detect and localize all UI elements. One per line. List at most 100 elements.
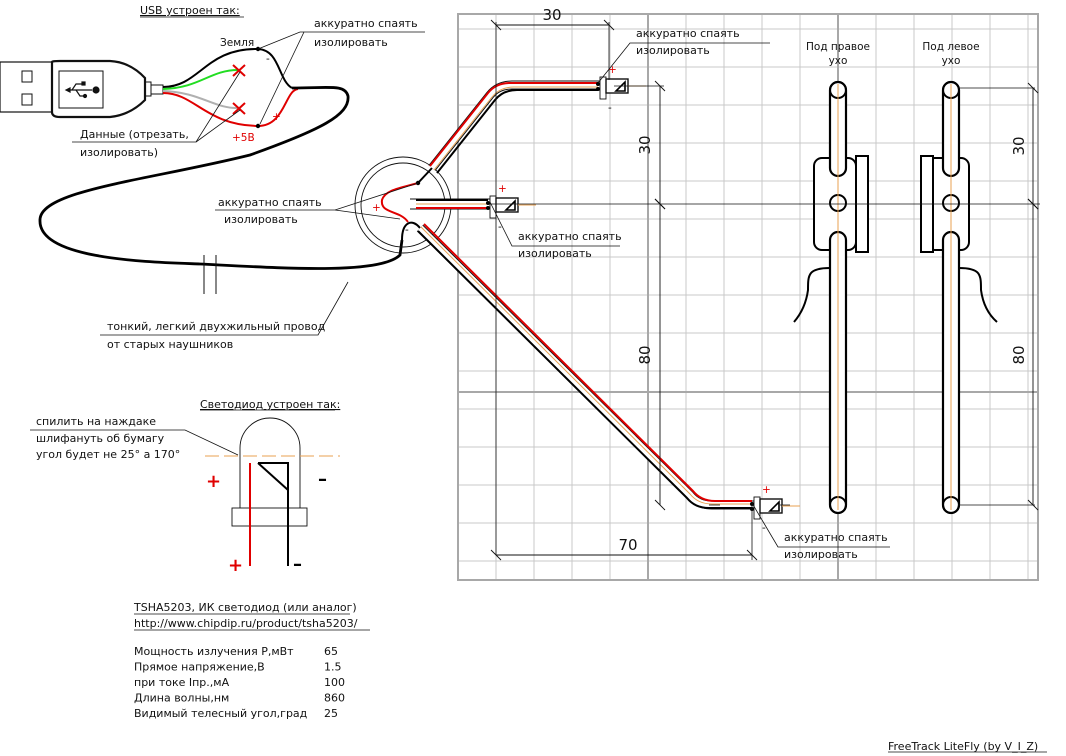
headphone-wire	[793, 267, 831, 323]
svg-text:тонкий, легкий двухжильный про: тонкий, легкий двухжильный провод	[107, 320, 326, 333]
clip-label: Под правое	[806, 41, 870, 53]
dimension-tick	[1027, 499, 1039, 511]
clip-label: ухо	[829, 55, 848, 67]
dimension-tick	[490, 19, 502, 31]
plus5-label: +5В	[232, 132, 255, 144]
dimension-tick	[746, 549, 758, 561]
dimension-tick	[654, 80, 666, 92]
svg-text:аккуратно спаять: аккуратно спаять	[218, 196, 322, 209]
dim-left-30: 30	[636, 80, 666, 210]
spec-value: 100	[324, 676, 345, 689]
dimension-tick	[603, 19, 615, 31]
svg-text:+: +	[206, 471, 221, 492]
dim-right-80: 80	[1010, 198, 1039, 511]
solder-dot	[486, 201, 490, 205]
svg-text:–: –	[293, 554, 302, 575]
dimension-label: 30	[1010, 136, 1028, 155]
spec-value: 860	[324, 692, 345, 705]
usb-section: USB устроен так: З	[0, 4, 425, 294]
svg-text:–: –	[318, 469, 327, 490]
svg-text:Светодиод устроен так:: Светодиод устроен так:	[200, 398, 340, 411]
spec-value: 65	[324, 645, 338, 658]
plus-sign: +	[762, 484, 771, 496]
svg-text:изолировать): изолировать)	[80, 146, 158, 159]
spec-label: Мощность излучения P,мВт	[134, 645, 294, 658]
frame-border	[457, 13, 1039, 581]
usb-icon	[58, 70, 104, 109]
solder-note: аккуратно спаять	[636, 27, 740, 40]
led-chip	[504, 199, 516, 211]
svg-text:изолировать: изолировать	[224, 213, 298, 226]
dimension-tick	[654, 198, 666, 210]
led-chip	[768, 500, 780, 512]
svg-text:от старых наушников: от старых наушников	[107, 338, 233, 351]
headphone-cable	[38, 85, 404, 270]
usb-plug-body	[50, 59, 147, 119]
spec-value: 25	[324, 707, 338, 720]
clip-label: Под левое	[922, 41, 979, 53]
svg-text:+: +	[272, 111, 281, 123]
svg-text:-: -	[405, 224, 409, 236]
spec-url[interactable]: http://www.chipdip.ru/product/tsha5203/	[134, 617, 358, 630]
spec-label: Длина волны,нм	[134, 692, 229, 705]
led-top: + - аккуратно спаять изолировать	[596, 27, 770, 114]
svg-text:Данные (отрезать,: Данные (отрезать,	[80, 128, 189, 141]
insulate-note: изолировать	[518, 247, 592, 260]
minus-sign: -	[608, 102, 612, 114]
solder-note: аккуратно спаять	[518, 230, 622, 243]
svg-text:шлифануть об бумагу: шлифануть об бумагу	[36, 432, 165, 445]
dimension-label: 70	[618, 536, 637, 554]
ear-clip-left: Под левое ухо	[920, 41, 998, 515]
leader-line	[751, 502, 890, 548]
spec-label: Прямое напряжение,В	[134, 661, 265, 674]
ear-clip-right: Под правое ухо	[793, 41, 870, 515]
led-dome	[239, 417, 301, 508]
svg-text:+: +	[228, 555, 243, 576]
solder-dot	[596, 82, 600, 86]
usb-heading: USB устроен так:	[140, 4, 240, 17]
leader-line	[489, 201, 620, 247]
led-chip	[614, 80, 626, 92]
minus-sign: -	[762, 522, 766, 534]
dim-left-80: 80	[636, 198, 666, 511]
spec-title: TSHA5203, ИК светодиод (или аналог)	[133, 601, 357, 614]
clip-label: ухо	[942, 55, 961, 67]
svg-text:угол будет не 25° а 170°: угол будет не 25° а 170°	[36, 448, 180, 461]
svg-text:спилить на наждаке: спилить на наждаке	[36, 415, 156, 428]
solder-dot	[486, 206, 490, 210]
drawing-title: FreeTrack LiteFly (by V_I_Z)	[888, 740, 1038, 753]
plus-sign: +	[608, 64, 617, 76]
dim-right-30: 30	[1010, 82, 1039, 210]
dimension-label: 30	[636, 135, 654, 154]
svg-text:изолировать: изолировать	[314, 36, 388, 49]
junction: + - аккуратно спаять изолировать	[215, 156, 452, 254]
led-section: Светодиод устроен так: спилить на наждак…	[30, 398, 340, 576]
solder-note: аккуратно спаять	[784, 531, 888, 544]
dimension-label: 80	[636, 345, 654, 364]
spec-table: TSHA5203, ИК светодиод (или аналог) http…	[133, 601, 370, 720]
svg-text:аккуратно спаять: аккуратно спаять	[314, 17, 418, 30]
solder-dot	[596, 87, 600, 91]
spec-label: Видимый телесный угол,град	[134, 707, 308, 720]
led-flange	[599, 76, 607, 100]
spec-label: при токе Iпр.,мА	[134, 676, 230, 689]
usb-symbol-icon	[64, 81, 100, 99]
dimension-tick	[1027, 198, 1039, 210]
plus-sign: +	[498, 183, 507, 195]
dimension-tick	[654, 499, 666, 511]
dimension-label: 80	[1010, 345, 1028, 364]
svg-text:-: -	[266, 53, 270, 65]
insulate-note: изолировать	[784, 548, 858, 561]
spec-value: 1.5	[324, 661, 342, 674]
cable-note: тонкий, легкий двухжильный провод от ста…	[100, 281, 349, 351]
dim-bottom-70: 70	[490, 536, 758, 561]
minus-sign: -	[498, 221, 502, 233]
led-flange	[489, 195, 497, 219]
cut-marks	[232, 64, 246, 115]
insulate-note: изолировать	[636, 44, 710, 57]
led-middle: + - аккуратно спаять изолировать	[486, 183, 622, 260]
ground-label: Земля	[220, 37, 254, 49]
dimension-tick	[1027, 82, 1039, 94]
dimension-tick	[490, 549, 502, 561]
